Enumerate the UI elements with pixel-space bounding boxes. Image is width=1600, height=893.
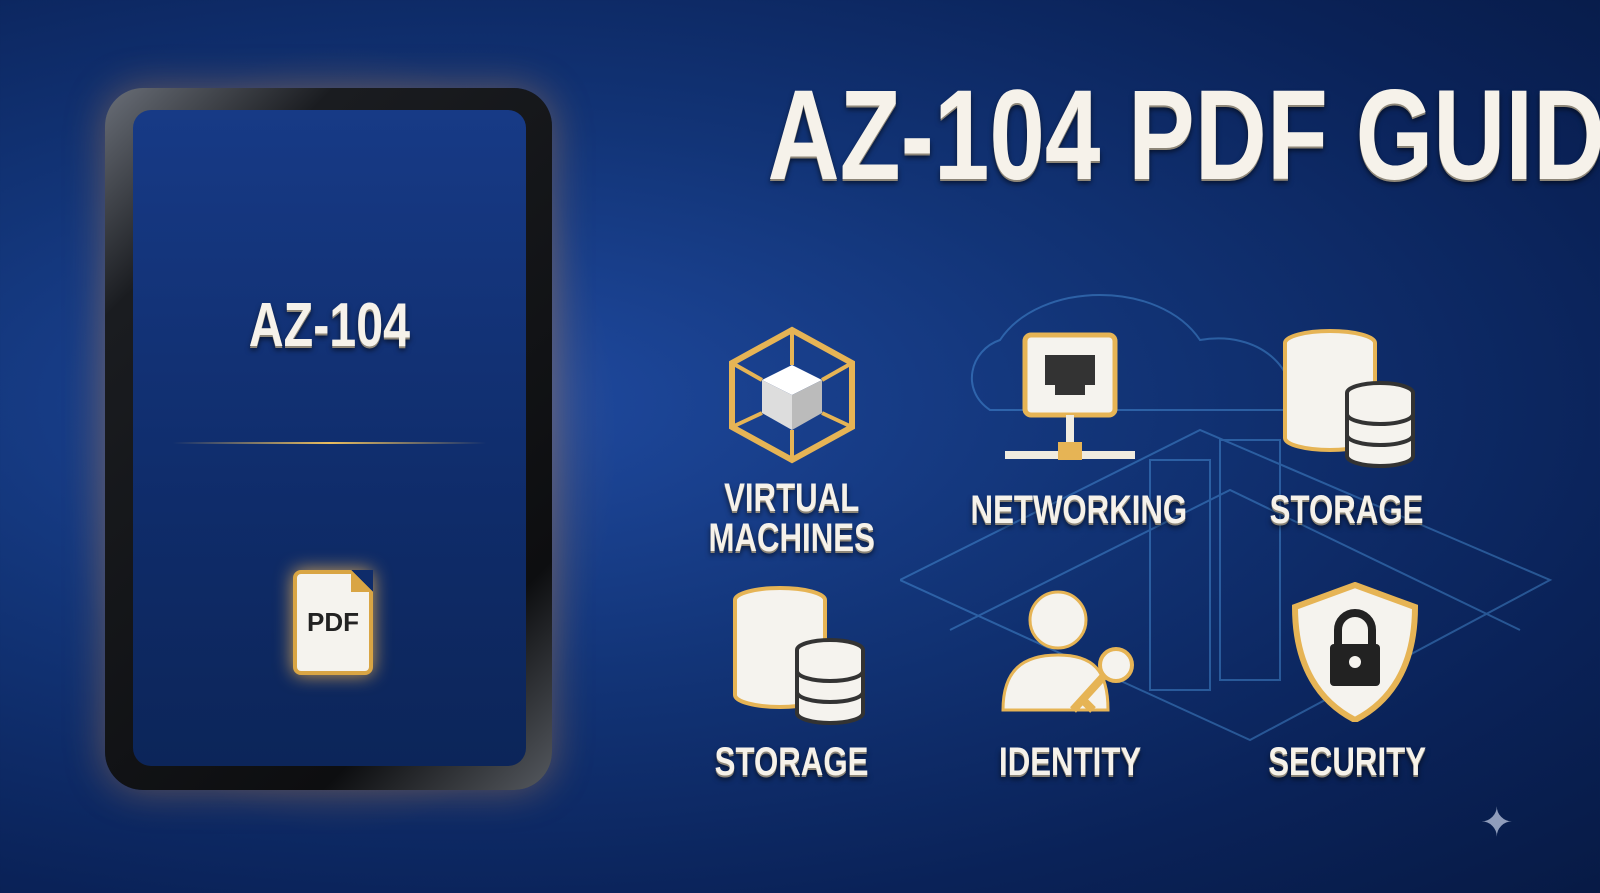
topic-label-storage-2: STORAGE (662, 742, 922, 782)
tablet-line4: QUESTIONS (223, 509, 436, 561)
tablet-line3: COMPLETE ADMIN (178, 459, 505, 511)
subtitle-text: COMPLETE ADMIN QUESTIONS (777, 191, 1596, 282)
main-title: AZ-104 PDF GUIDE (640, 62, 1600, 209)
tablet-line3-wrap: COMPLETE ADMIN (133, 458, 526, 512)
cube-icon (729, 326, 855, 464)
label-line: SECURITY (1268, 740, 1426, 784)
main-title-text: AZ-104 PDF GUIDE (767, 64, 1600, 207)
subtitle: COMPLETE ADMIN QUESTIONS (640, 190, 1520, 284)
tablet-screen: AZ-104 - PDF GUIDE COMPLETE ADMIN QUESTI… (133, 110, 526, 766)
tablet-line1: AZ-104 (248, 291, 411, 360)
tablet-subtitle: - PDF GUIDE (133, 362, 526, 433)
network-icon (1005, 332, 1135, 460)
database-icon (1283, 329, 1415, 468)
topic-label-networking: NETWORKING (940, 490, 1200, 530)
pdf-icon-label: PDF (307, 607, 359, 637)
label-line: IDENTITY (998, 740, 1142, 784)
user-key-icon (1001, 590, 1134, 713)
label-line: VIRTUAL (724, 476, 860, 520)
circuit-background-graphic (900, 294, 1553, 742)
tablet-line2: - PDF GUIDE (183, 363, 476, 432)
tablet-line4-wrap: QUESTIONS (133, 508, 526, 562)
divider (173, 442, 486, 444)
pdf-file-icon: PDF (293, 570, 373, 675)
topic-label-identity: IDENTITY (940, 742, 1200, 782)
tablet-title: AZ-104 (133, 290, 526, 361)
sparkle-icon: ✦ (1480, 801, 1514, 845)
label-line: STORAGE (715, 740, 869, 784)
label-line: STORAGE (1270, 488, 1424, 532)
label-line: MACHINES (708, 516, 876, 560)
topic-label-storage: STORAGE (1217, 490, 1477, 530)
shield-lock-icon (1291, 582, 1419, 722)
label-line: NETWORKING (970, 488, 1188, 532)
database-icon (733, 586, 865, 725)
tablet-device: AZ-104 - PDF GUIDE COMPLETE ADMIN QUESTI… (105, 88, 552, 790)
topic-label-security: SECURITY (1217, 742, 1477, 782)
